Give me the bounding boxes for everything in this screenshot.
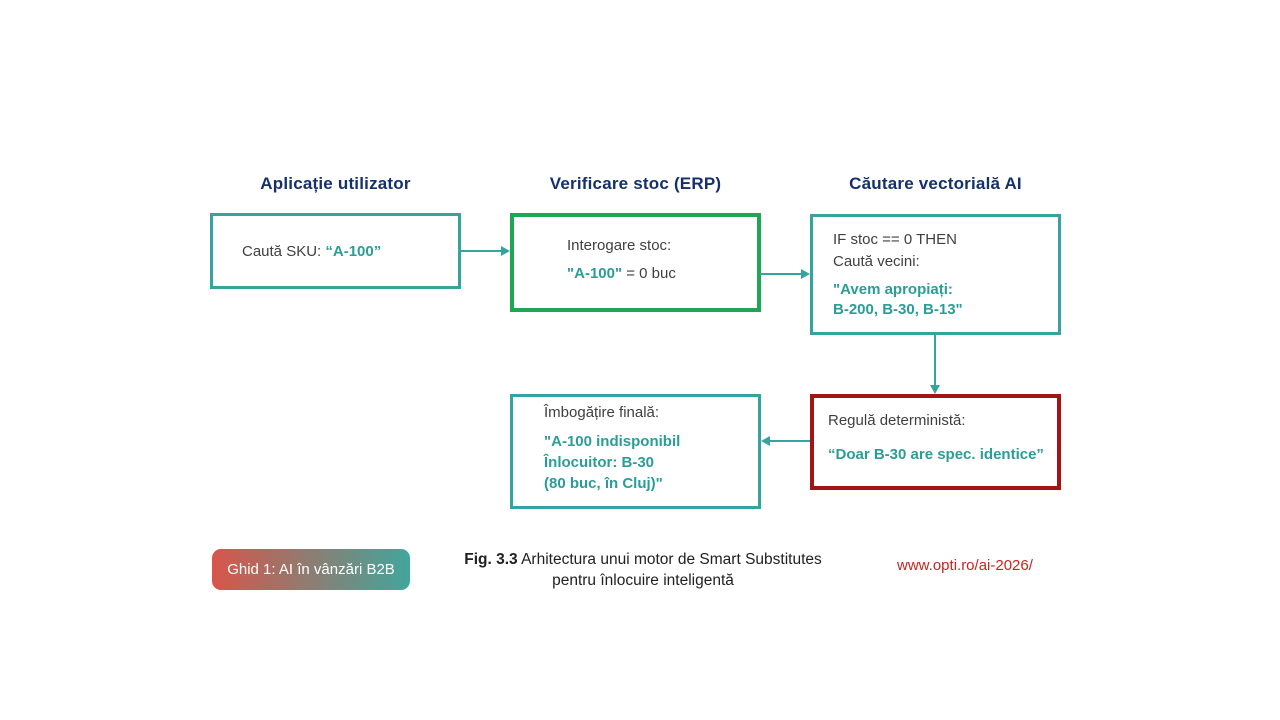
figure-caption-text: Arhitectura unui motor de Smart Substitu… — [517, 551, 822, 568]
box-vector-search: IF stoc == 0 THEN Caută vecini: "Avem ap… — [810, 214, 1061, 335]
vector-result-block: "Avem apropiați: B-200, B-30, B-13" — [833, 280, 1058, 320]
arrow-erp-to-vector-icon — [801, 269, 810, 279]
arrow-rule-to-enrichment-icon — [761, 436, 770, 446]
figure-caption-line-1: Fig. 3.3 Arhitectura unui motor de Smart… — [420, 549, 866, 570]
box-user-app: Caută SKU: “A-100” — [210, 213, 461, 289]
column-header-erp: Verificare stoc (ERP) — [549, 174, 722, 193]
figure-number: Fig. 3.3 — [464, 551, 518, 568]
box-erp-check: Interogare stoc: "A-100" = 0 buc — [510, 213, 761, 312]
vector-result-line-2: B-200, B-30, B-13" — [833, 301, 963, 318]
guide-badge: Ghid 1: AI în vânzări B2B — [212, 549, 410, 590]
figure-caption: Fig. 3.3 Arhitectura unui motor de Smart… — [420, 549, 866, 591]
box-deterministic-rule: Regulă deterministă: “Doar B-30 are spec… — [810, 394, 1061, 490]
enrichment-line-2: Înlocuitor: B-30 — [544, 454, 655, 471]
arrow-rule-to-enrichment-line — [770, 440, 810, 442]
search-sku-label: Caută SKU: — [242, 242, 326, 260]
enrichment-title: Îmbogățire finală: — [544, 404, 660, 421]
guide-badge-label: Ghid 1: AI în vânzări B2B — [227, 561, 395, 578]
vector-result-line-1: "Avem apropiați: — [833, 281, 953, 298]
figure-caption-line-2: pentru înlocuire inteligentă — [552, 572, 734, 589]
vector-condition-1: IF stoc == 0 THEN — [833, 231, 957, 248]
rule-title: Regulă deterministă: — [828, 412, 966, 429]
vector-condition-2: Caută vecini: — [833, 253, 920, 270]
arrow-erp-to-vector-line — [760, 273, 801, 275]
box-final-enrichment: Îmbogățire finală: "A-100 indisponibil Î… — [510, 394, 761, 509]
column-header-vector: Căutare vectorială AI — [849, 174, 1022, 193]
erp-stock-result: = 0 buc — [622, 265, 676, 282]
erp-result-line: "A-100" = 0 buc — [567, 260, 757, 288]
arrow-vector-to-rule-icon — [930, 385, 940, 394]
sku-value: “A-100” — [325, 242, 382, 260]
enrichment-result-block: "A-100 indisponibil Înlocuitor: B-30 (80… — [544, 431, 758, 494]
source-url: www.opti.ro/ai-2026/ — [897, 557, 1033, 574]
enrichment-line-3: (80 buc, în Cluj)" — [544, 475, 663, 492]
column-header-app: Aplicație utilizator — [260, 174, 411, 193]
rule-result: “Doar B-30 are spec. identice” — [828, 446, 1044, 463]
arrow-vector-to-rule-line — [934, 334, 936, 386]
erp-sku-value: "A-100" — [567, 265, 623, 282]
arrow-app-to-erp-icon — [501, 246, 510, 256]
enrichment-line-1: "A-100 indisponibil — [544, 433, 681, 450]
box-user-app-line: Caută SKU: “A-100” — [242, 243, 381, 260]
arrow-app-to-erp-line — [460, 250, 501, 252]
erp-query-label: Interogare stoc: — [567, 237, 672, 254]
